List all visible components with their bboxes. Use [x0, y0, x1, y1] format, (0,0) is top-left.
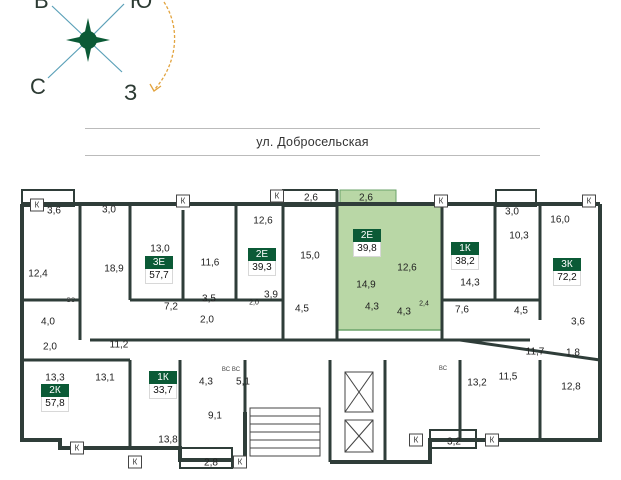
compass-letter-north: С: [30, 74, 46, 99]
room-area: 4,3: [199, 376, 213, 388]
room-area: 7,2: [164, 301, 178, 313]
compass-rose-icon: [47, 3, 125, 79]
room-area: 13,0: [150, 243, 170, 255]
room-area: 2,6: [304, 192, 318, 204]
room-area: 9,1: [208, 410, 222, 422]
elevators: [344, 371, 374, 453]
apartment-code: 1К: [451, 242, 479, 255]
selected-apartment-fill: [336, 203, 443, 331]
apartment-total-area: 39,8: [353, 242, 381, 257]
apartment-tag-3e[interactable]: 3Е 57,7: [145, 256, 173, 284]
balcony-marker: К: [485, 433, 499, 447]
bathroom-marker: ВС: [438, 366, 448, 372]
room-area: 3,0: [102, 204, 116, 216]
room-area: 4,5: [514, 305, 528, 317]
room-area: 2,8: [204, 457, 218, 469]
apartment-total-area: 39,3: [248, 261, 276, 276]
apartment-total-area: 33,7: [149, 384, 177, 399]
apartment-total-area: 57,7: [145, 269, 173, 284]
room-area: 7,6: [455, 304, 469, 316]
apartment-code: 2К: [41, 384, 69, 397]
bathroom-marker: ВС: [221, 367, 231, 373]
room-area: 11,6: [200, 257, 220, 269]
room-area: 4,5: [295, 303, 309, 315]
room-area: 3,2: [447, 436, 461, 448]
apartment-total-area: 38,2: [451, 255, 479, 270]
room-area: 10,3: [509, 230, 529, 242]
room-area: 12,8: [561, 381, 581, 393]
room-area: 15,0: [300, 250, 320, 262]
balcony-marker: К: [30, 198, 44, 212]
room-area: 16,0: [550, 214, 570, 226]
room-area: 12,6: [253, 215, 273, 227]
balcony-marker: К: [176, 194, 190, 208]
room-area: 12,4: [28, 268, 48, 280]
room-area: 3,6: [47, 205, 61, 217]
room-area: 11,2: [109, 339, 129, 351]
room-area: 13,3: [45, 372, 65, 384]
balcony-marker: К: [70, 441, 84, 455]
room-area: 2,0: [43, 341, 57, 353]
compass-letter-west: З: [124, 80, 138, 105]
building-walls: [20, 202, 602, 464]
apartment-code: 1К: [149, 371, 177, 384]
arrow-head-icon: [149, 83, 162, 92]
apartment-tag-2e-left[interactable]: 2Е 39,3: [248, 248, 276, 276]
apartment-code: 3К: [553, 258, 581, 271]
room-area: 3,6: [571, 316, 585, 328]
apartment-tag-1k-bottom[interactable]: 1К 33,7: [149, 371, 177, 399]
street-name: ул. Добросельская: [256, 135, 369, 149]
rotation-arrow-icon: [153, 1, 176, 91]
apartment-code: 2Е: [248, 248, 276, 261]
room-area: 2,6: [359, 192, 373, 204]
balcony-marker: К: [409, 433, 423, 447]
apartment-code: 3Е: [145, 256, 173, 269]
room-area: 4,0: [41, 316, 55, 328]
room-area: 13,1: [95, 372, 115, 384]
room-area: 2,0: [249, 299, 259, 307]
room-area: 3,0: [505, 206, 519, 218]
room-area: 13,8: [158, 434, 178, 446]
apartment-tag-1k-top[interactable]: 1К 38,2: [451, 242, 479, 270]
compass-letter-south: Ю: [130, 0, 153, 13]
room-area: 18,9: [104, 263, 124, 275]
bathroom-marker: ВС: [66, 298, 76, 304]
balcony-marker: К: [270, 189, 284, 203]
room-area: 3,5: [202, 293, 216, 305]
street-label-box: ул. Добросельская: [85, 128, 540, 156]
balcony-marker: К: [233, 455, 247, 469]
room-area: 14,3: [460, 277, 480, 289]
room-area: 5,1: [236, 376, 250, 388]
room-area: 12,6: [397, 262, 417, 274]
apartment-tag-2e-selected[interactable]: 2Е 39,8: [353, 229, 381, 257]
room-area: 1,8: [566, 347, 580, 359]
room-area: 11,5: [498, 371, 518, 383]
balcony-marker: К: [582, 194, 596, 208]
balcony-marker: К: [434, 194, 448, 208]
room-area: 13,2: [467, 377, 487, 389]
room-area: 4,3: [397, 306, 411, 318]
apartment-tag-3k[interactable]: 3К 72,2: [553, 258, 581, 286]
balcony-marker: К: [128, 455, 142, 469]
room-area: 11,7: [525, 346, 545, 358]
bathroom-marker: ВС: [231, 367, 241, 373]
apartment-tag-2k[interactable]: 2К 57,8: [41, 384, 69, 412]
apartment-total-area: 72,2: [553, 271, 581, 286]
interior-walls: [22, 190, 542, 462]
stairwell: [249, 407, 321, 457]
apartment-code: 2Е: [353, 229, 381, 242]
room-area: 2,4: [419, 300, 429, 308]
room-area: 2,0: [200, 314, 214, 326]
apartment-total-area: 57,8: [41, 397, 69, 412]
compass-letter-east: В: [34, 0, 49, 13]
room-area: 3,9: [264, 289, 278, 301]
room-area: 4,3: [365, 301, 379, 313]
room-area: 14,9: [356, 279, 376, 291]
